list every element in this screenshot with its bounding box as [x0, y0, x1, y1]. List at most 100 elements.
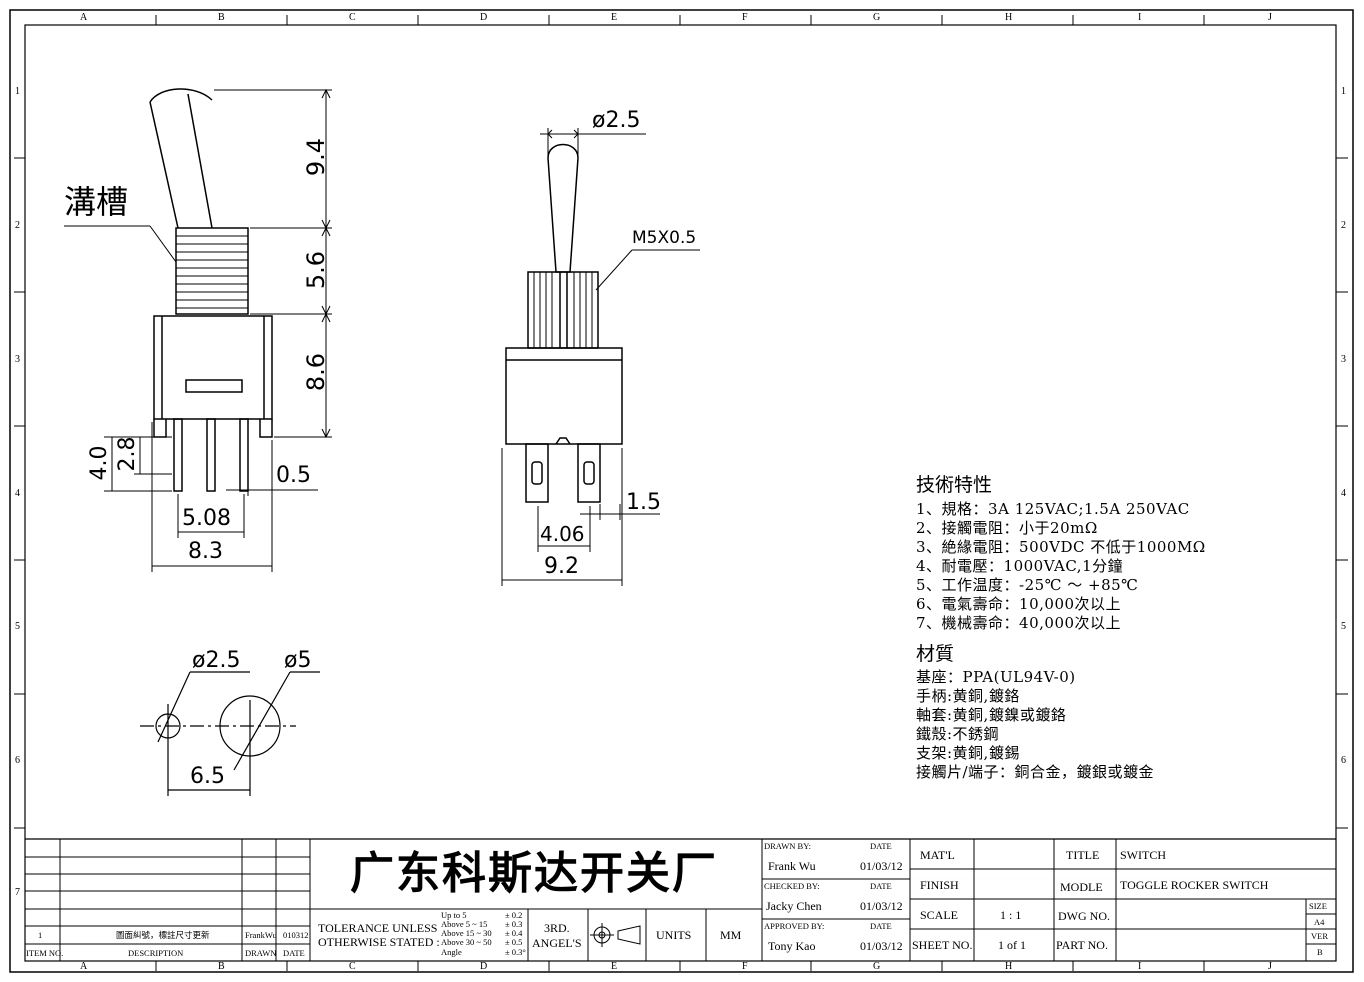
title-label: TITLE [1066, 848, 1100, 862]
tolerance-range: Angle [441, 947, 462, 957]
front-view-dims [501, 128, 700, 586]
zone-row-2-right: 2 [1341, 220, 1346, 231]
dim-6-5-cutout: 6.5 [190, 764, 225, 789]
tolerance-value: ± 0.5 [505, 937, 523, 947]
tolerance-label-line1: TOLERANCE UNLESS [318, 921, 438, 935]
dim-8-6: 8.6 [302, 352, 330, 392]
zone-row-3-right: 3 [1341, 354, 1346, 365]
groove-label: 溝槽 [64, 183, 129, 221]
title-value: SWITCH [1120, 848, 1166, 862]
side-view [149, 88, 273, 492]
model-value: TOGGLE ROCKER SWITCH [1120, 878, 1269, 892]
sheet-value: 1 of 1 [998, 938, 1026, 952]
zone-row-4-right: 4 [1341, 488, 1346, 499]
tolerance-range: Up to 5 [441, 910, 467, 920]
projection-label-line1: 3RD. [544, 921, 570, 935]
units-label: UNITS [656, 928, 692, 942]
zone-col-f: F [742, 12, 748, 23]
zone-row-3: 3 [15, 354, 20, 365]
zone-col-d: D [480, 12, 488, 23]
zone-row-6-right: 6 [1341, 755, 1346, 766]
description-header: DESCRIPTION [128, 948, 184, 958]
dim-5-6: 5.6 [302, 250, 330, 290]
zone-row-4: 4 [15, 488, 20, 499]
material-item: 鐵殼:不銹鋼 [916, 725, 1000, 743]
material-item: 接觸片/端子：銅合金，鍍銀或鍍金 [916, 763, 1155, 781]
revision-date: 010312 [283, 930, 309, 940]
zone-row-1-right: 1 [1341, 86, 1346, 97]
date-label: DATE [870, 881, 892, 891]
dim-9-2: 9.2 [544, 554, 579, 579]
tolerance-label-line2: OTHERWISE STATED : [318, 935, 440, 949]
zone-col-c-bottom: C [349, 961, 356, 972]
spec-item: 1、規格：3A 125VAC;1.5A 250VAC [916, 500, 1190, 518]
dim-diameter-2-5-front: ø2.5 [592, 108, 641, 133]
drawn-by-label: DRAWN BY: [764, 841, 811, 851]
zone-col-d-bottom: D [480, 961, 488, 972]
material-item: 軸套:黄銅,鍍鎳或鍍鉻 [916, 706, 1067, 724]
tolerance-value: ± 0.4 [505, 928, 523, 938]
specs-title: 技術特性 [916, 474, 993, 496]
zone-col-g: G [873, 12, 881, 23]
checked-by-name: Jacky Chen [766, 899, 822, 913]
zone-row-7: 7 [15, 887, 20, 898]
zone-col-c: C [349, 12, 356, 23]
materials-title: 材質 [916, 643, 955, 665]
drawn-date: 01/03/12 [860, 859, 903, 873]
thread-label: M5X0.5 [632, 228, 697, 248]
revision-description: 圖面糾號，標註尺寸更新 [116, 930, 210, 940]
material-item: 支架:黄銅,鍍錫 [916, 744, 1020, 762]
side-view-dims [64, 88, 332, 572]
zone-col-j-bottom: J [1268, 961, 1272, 972]
spec-item: 4、耐電壓：1000VAC,1分鐘 [916, 557, 1124, 575]
revision-drawn: FrankWu [245, 930, 277, 940]
zone-col-i-bottom: I [1138, 961, 1142, 972]
zone-col-e: E [611, 12, 618, 23]
ver-value: B [1317, 947, 1323, 957]
material-item: 手柄:黄銅,鍍鉻 [916, 687, 1020, 705]
zone-row-5-right: 5 [1341, 621, 1346, 632]
zone-col-b: B [218, 12, 225, 23]
zone-col-i: I [1138, 12, 1142, 23]
front-view [505, 143, 623, 503]
tolerance-value: ± 0.2 [505, 910, 523, 920]
zone-row-5: 5 [15, 621, 20, 632]
panel-cutout [140, 671, 320, 796]
tolerance-range: Above 30 ~ 50 [441, 937, 492, 947]
spec-item: 2、接觸電阻：小于20mΩ [916, 519, 1098, 537]
part-no-label: PART NO. [1056, 938, 1108, 952]
zone-col-e-bottom: E [611, 961, 618, 972]
zone-row-2: 2 [15, 220, 20, 231]
approved-by-label: APPROVED BY: [764, 921, 825, 931]
finish-label: FINISH [920, 878, 959, 892]
ver-label: VER [1311, 931, 1328, 941]
zone-row-6: 6 [15, 755, 20, 766]
title-block-grid [25, 839, 1336, 961]
dim-5-08: 5.08 [182, 506, 231, 531]
zone-col-f-bottom: F [742, 961, 748, 972]
zone-col-h: H [1005, 12, 1013, 23]
approved-by-name: Tony Kao [768, 939, 816, 953]
scale-value: 1 : 1 [1000, 908, 1022, 922]
zone-col-a-bottom: A [80, 961, 88, 972]
tolerance-value: ± 0.3° [505, 947, 526, 957]
spec-item: 5、工作温度：-25℃ ～ +85℃ [916, 576, 1139, 594]
projection-label-line2: ANGEL'S [532, 936, 582, 950]
inner-border [24, 24, 1337, 962]
dim-diameter-5-cutout: ø5 [284, 648, 312, 673]
zone-col-j: J [1268, 12, 1272, 23]
date-label: DATE [870, 921, 892, 931]
spec-item: 3、絶緣電阻：500VDC 不低于1000MΩ [916, 538, 1206, 556]
material-label: MAT'L [920, 848, 955, 862]
dim-0-5: 0.5 [276, 463, 311, 488]
tolerance-value: ± 0.3 [505, 919, 523, 929]
revision-item: 1 [38, 930, 43, 940]
zone-col-a: A [80, 12, 88, 23]
material-item: 基座：PPA(UL94V-0) [916, 668, 1076, 686]
checked-date: 01/03/12 [860, 899, 903, 913]
dim-1-5: 1.5 [626, 490, 661, 515]
dim-9-4: 9.4 [302, 137, 330, 177]
date-label: DATE [870, 841, 892, 851]
tolerance-range: Above 5 ~ 15 [441, 919, 488, 929]
